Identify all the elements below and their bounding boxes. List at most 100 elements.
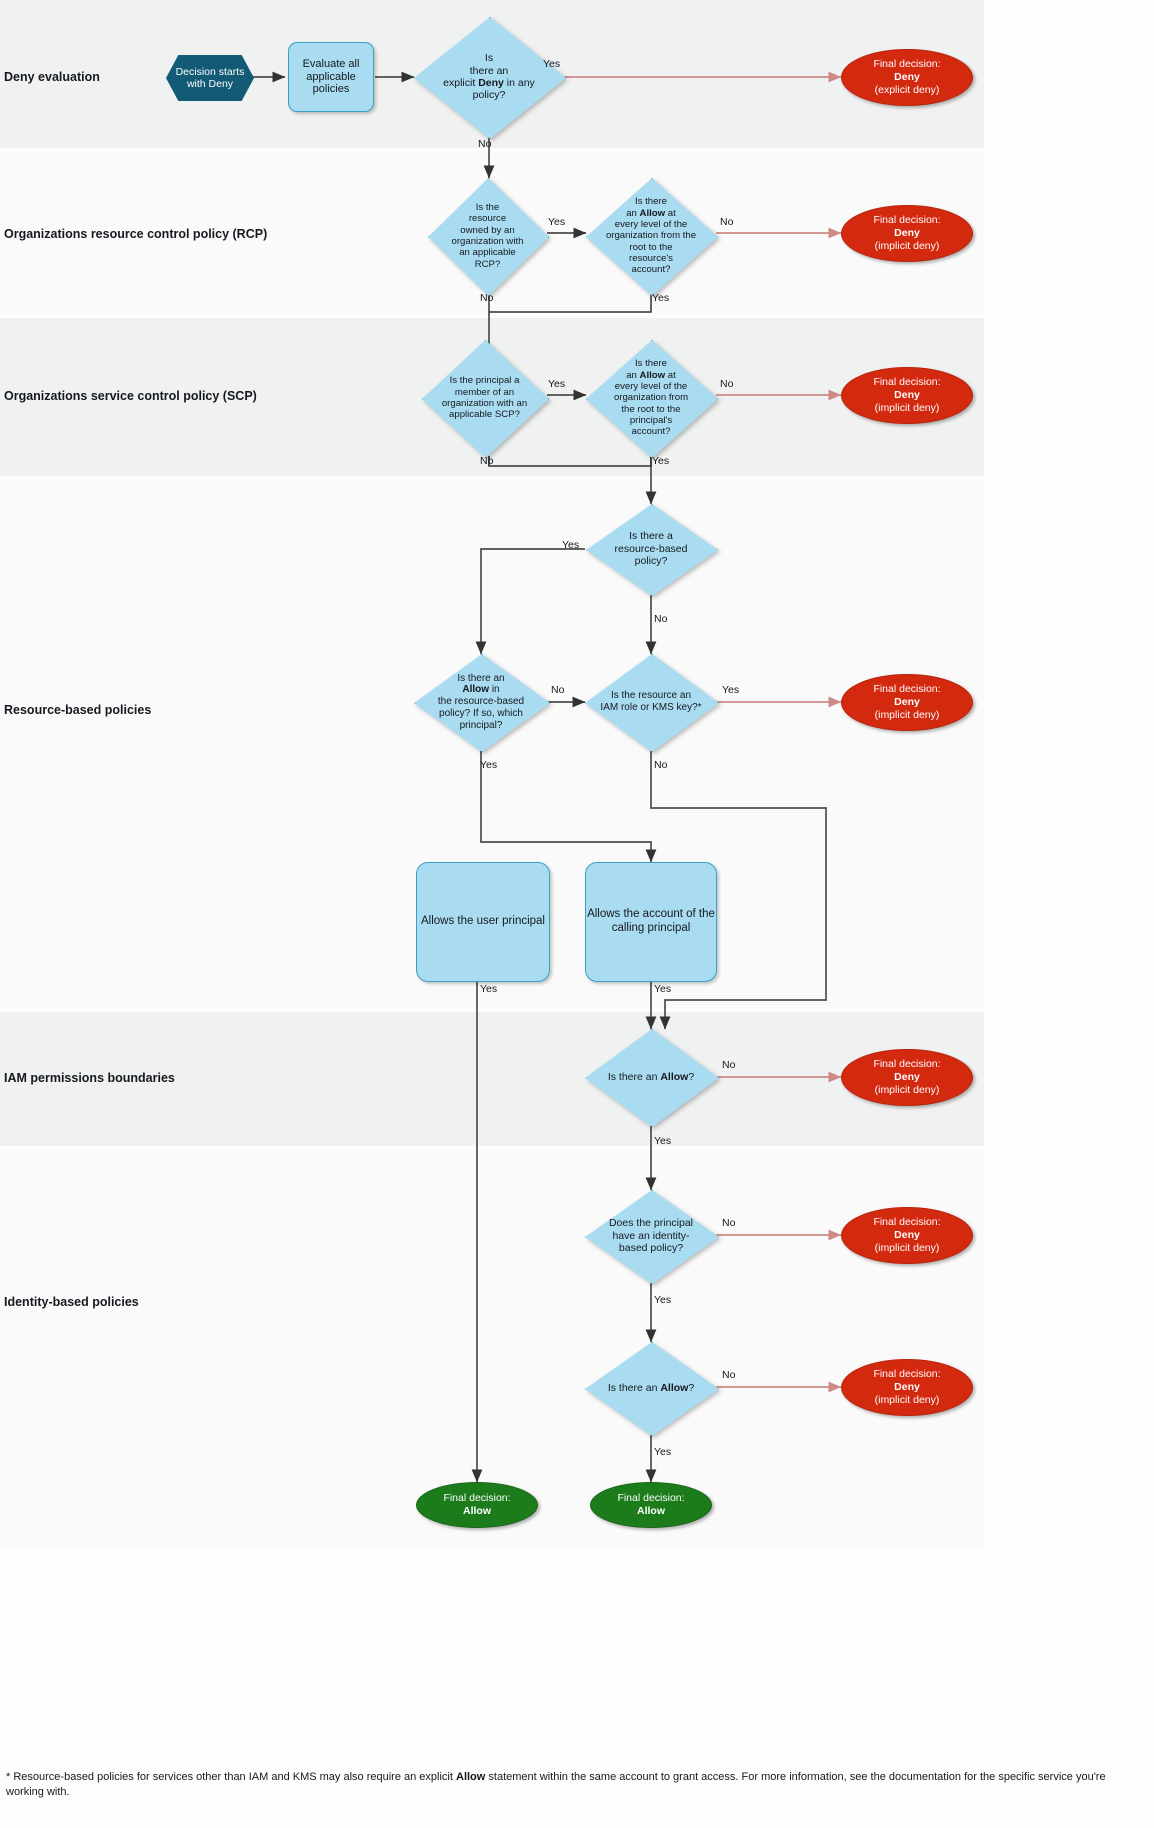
footnote-part1: * Resource-based policies for services o…	[6, 1771, 456, 1783]
rcp-owned-l1: Is the	[475, 202, 500, 214]
decision-resource-based-policy-exists[interactable]: Is there a resource-based policy?	[586, 504, 718, 596]
deny-implicit-scp-l2: Deny	[894, 389, 920, 402]
deny-implicit-idp1-l2: Deny	[894, 1229, 920, 1242]
edge-label-yes-rcp-allow: Yes	[652, 292, 670, 304]
edge-label-yes-rbp-exists: Yes	[562, 539, 580, 551]
allow-left-l1: Final decision:	[443, 1492, 511, 1505]
scp-member-l4: applicable SCP?	[449, 409, 520, 421]
decision-rcp-allow-every-level[interactable]: Is there an Allow at every level of the …	[586, 178, 718, 296]
start-line-1: Decision starts	[175, 65, 245, 78]
scp-allow-l4: organization from	[613, 392, 689, 404]
edge-label-yes-rcp-owned: Yes	[548, 216, 566, 228]
edge-label-no-rbp-allow: No	[551, 684, 565, 696]
explicit-deny-l3c: in any	[503, 77, 535, 89]
idp-allow-l1c: ?	[688, 1381, 695, 1394]
scp-member-l2: member of an	[454, 386, 515, 398]
idp-allow-keyword: Allow	[660, 1381, 689, 1394]
rcp-owned-l4: organization with	[451, 236, 524, 247]
edge-label-yes-iam-or-kms: Yes	[722, 684, 740, 696]
edge-label-no-pb-allow: No	[722, 1059, 736, 1071]
edge-label-yes-rbp-allow: Yes	[480, 759, 498, 771]
allows-user-principal-text: Allows the user principal	[420, 915, 545, 928]
scp-allow-l2c: at	[665, 369, 676, 381]
decision-rcp-resource-owned[interactable]: Is the resource owned by an organization…	[428, 178, 549, 296]
allows-account-l1: Allows the account of the	[587, 908, 715, 921]
process-evaluate-all-applicable-policies[interactable]: Evaluate all applicable policies	[288, 42, 374, 112]
deny-explicit-l2: Deny	[894, 71, 920, 84]
decision-scp-allow-every-level[interactable]: Is there an Allow at every level of the …	[586, 340, 718, 458]
terminal-deny-implicit-resource-based[interactable]: Final decision: Deny (implicit deny)	[841, 674, 973, 731]
decision-scp-principal-member[interactable]: Is the principal a member of an organiza…	[422, 340, 549, 458]
iam-or-kms-l2: IAM role or KMS key?*	[600, 702, 702, 713]
edge-label-no-scp-member: No	[480, 455, 494, 467]
pb-allow-l1c: ?	[688, 1070, 695, 1083]
decision-identity-based-allow[interactable]: Is there an Allow?	[585, 1342, 719, 1436]
edge-label-yes-scp-allow: Yes	[652, 455, 670, 467]
rcp-allow-l2a: an	[626, 207, 640, 219]
decision-iam-role-or-kms-key[interactable]: Is the resource an IAM role or KMS key?*	[585, 654, 719, 752]
evaluate-line-1: Evaluate all	[302, 57, 360, 70]
rbp-exists-l3: policy?	[634, 555, 668, 568]
rbp-allow-l5: principal?	[459, 719, 503, 731]
rcp-allow-keyword: Allow	[639, 207, 666, 219]
edge-label-no-iam-or-kms: No	[654, 759, 668, 771]
deny-implicit-rbp-l3: (implicit deny)	[874, 708, 940, 721]
terminal-deny-implicit-identity-based-allow[interactable]: Final decision: Deny (implicit deny)	[841, 1359, 973, 1416]
decision-identity-based-policy-exists[interactable]: Does the principal have an identity- bas…	[585, 1190, 719, 1284]
edge-label-yes-allows-user-principal: Yes	[480, 983, 498, 995]
pb-allow-keyword: Allow	[660, 1070, 689, 1083]
explicit-deny-l2: there an	[469, 64, 509, 77]
terminal-allow-right[interactable]: Final decision: Allow	[590, 1482, 712, 1528]
terminal-deny-implicit-scp[interactable]: Final decision: Deny (implicit deny)	[841, 367, 973, 424]
deny-implicit-idp2-l3: (implicit deny)	[874, 1393, 940, 1406]
footnote: * Resource-based policies for services o…	[6, 1770, 1146, 1800]
lane-label-deny-evaluation: Deny evaluation	[4, 70, 100, 84]
edge-label-no-explicit-deny: No	[478, 138, 492, 150]
rcp-owned-l5: an applicable	[459, 247, 516, 259]
deny-implicit-idp1-l3: (implicit deny)	[874, 1241, 940, 1254]
edge-label-no-idp-has-policy: No	[722, 1217, 736, 1229]
iam-or-kms-l1: Is the resource an	[610, 690, 692, 702]
lane-label-resource-based: Resource-based policies	[4, 703, 152, 717]
idp-has-policy-l3: based policy?	[618, 1242, 684, 1255]
rbp-allow-l3: the resource-based	[437, 696, 525, 708]
rcp-owned-l3: owned by an	[460, 224, 515, 236]
edge-label-yes-scp-member: Yes	[548, 378, 566, 390]
terminal-allow-left[interactable]: Final decision: Allow	[416, 1482, 538, 1528]
deny-implicit-pb-l1: Final decision:	[873, 1058, 941, 1071]
evaluate-line-3: policies	[312, 83, 350, 96]
rbp-allow-keyword: Allow	[462, 684, 490, 696]
terminal-deny-implicit-permissions-boundary[interactable]: Final decision: Deny (implicit deny)	[841, 1049, 973, 1106]
rcp-allow-l1: Is there	[635, 196, 667, 208]
edge-label-yes-explicit-deny: Yes	[543, 58, 561, 70]
rcp-allow-l4: organization from the	[605, 230, 697, 242]
deny-implicit-idp2-l2: Deny	[894, 1381, 920, 1394]
decision-permissions-boundary-allow[interactable]: Is there an Allow?	[585, 1029, 719, 1127]
edge-label-no-rcp-allow: No	[720, 216, 734, 228]
allow-left-l2: Allow	[463, 1505, 491, 1517]
process-allows-the-user-principal[interactable]: Allows the user principal	[416, 862, 550, 982]
deny-implicit-scp-l1: Final decision:	[873, 376, 941, 389]
process-allows-the-account-of-the-calling-principal[interactable]: Allows the account of the calling princi…	[585, 862, 717, 982]
edge-label-yes-pb-allow: Yes	[654, 1135, 672, 1147]
explicit-deny-l3a: explicit	[443, 77, 479, 89]
decision-explicit-deny[interactable]: Is there an explicit Deny in any policy?	[414, 17, 566, 139]
allows-account-l2: calling principal	[611, 922, 691, 934]
deny-implicit-pb-l2: Deny	[894, 1071, 920, 1084]
deny-implicit-scp-l3: (implicit deny)	[874, 401, 940, 414]
decision-resource-based-allow[interactable]: Is there an Allow in the resource-based …	[414, 654, 550, 752]
scp-member-l3: organization with an	[441, 398, 528, 409]
start-node-decision-starts-with-deny[interactable]: Decision starts with Deny	[166, 55, 254, 101]
terminal-deny-implicit-identity-based-exists[interactable]: Final decision: Deny (implicit deny)	[841, 1207, 973, 1264]
idp-has-policy-l2: have an identity-	[612, 1229, 690, 1242]
edge-label-no-rcp-owned: No	[480, 292, 494, 304]
edge-label-no-rbp-exists: No	[654, 613, 668, 625]
rcp-allow-l7: account?	[631, 264, 671, 276]
terminal-deny-implicit-rcp[interactable]: Final decision: Deny (implicit deny)	[841, 205, 973, 262]
terminal-deny-explicit[interactable]: Final decision: Deny (explicit deny)	[841, 49, 973, 106]
rbp-exists-l2: resource-based	[614, 542, 688, 555]
footnote-keyword: Allow	[456, 1771, 486, 1783]
start-line-2: with Deny	[186, 78, 234, 90]
pb-allow-l1a: Is there an	[607, 1070, 661, 1083]
